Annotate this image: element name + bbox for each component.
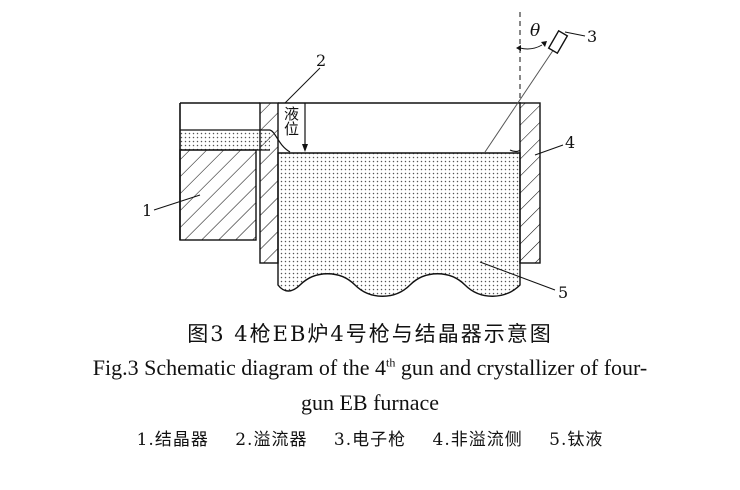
schematic-diagram: 液位 θ 3 2 4 1 5 xyxy=(142,12,597,302)
electron-gun xyxy=(547,29,569,55)
caption-english-line1: Fig.3 Schematic diagram of the 4th gun a… xyxy=(0,355,740,381)
caption-en-prefix: Fig.3 Schematic diagram of the 4 xyxy=(92,355,387,380)
overflow-channel-melt xyxy=(180,130,270,150)
caption-english-line2: gun EB furnace xyxy=(300,390,440,415)
non-overflow-side-wall xyxy=(519,102,541,264)
caption-en-suffix: gun and crystallizer of four- xyxy=(395,355,648,380)
legend: 1.结晶器 2.溢流器 3.电子枪 4.非溢流侧 5.钛液 xyxy=(0,425,740,450)
label-4: 4 xyxy=(565,133,575,152)
caption-en-sup: th xyxy=(386,355,396,370)
label-5: 5 xyxy=(558,283,568,302)
titanium-melt-pool xyxy=(277,152,521,297)
caption-chinese: 图3 4枪EB炉4号枪与结晶器示意图 xyxy=(187,322,553,346)
electron-beam-line xyxy=(484,39,561,153)
legend-item: 2.溢流器 xyxy=(235,430,308,450)
label-2: 2 xyxy=(316,51,326,70)
overflow-wall xyxy=(259,102,279,264)
label-3: 3 xyxy=(587,27,597,46)
crystallizer-block xyxy=(179,149,257,241)
legend-item: 3.电子枪 xyxy=(333,430,407,450)
liquid-level-label: 液位 xyxy=(282,106,300,136)
legend-item: 5.钛液 xyxy=(549,430,604,450)
legend-item: 4.非溢流侧 xyxy=(432,430,523,450)
theta-label: θ xyxy=(530,21,540,41)
legend-item: 1.结晶器 xyxy=(136,430,209,450)
label-1: 1 xyxy=(142,201,152,220)
